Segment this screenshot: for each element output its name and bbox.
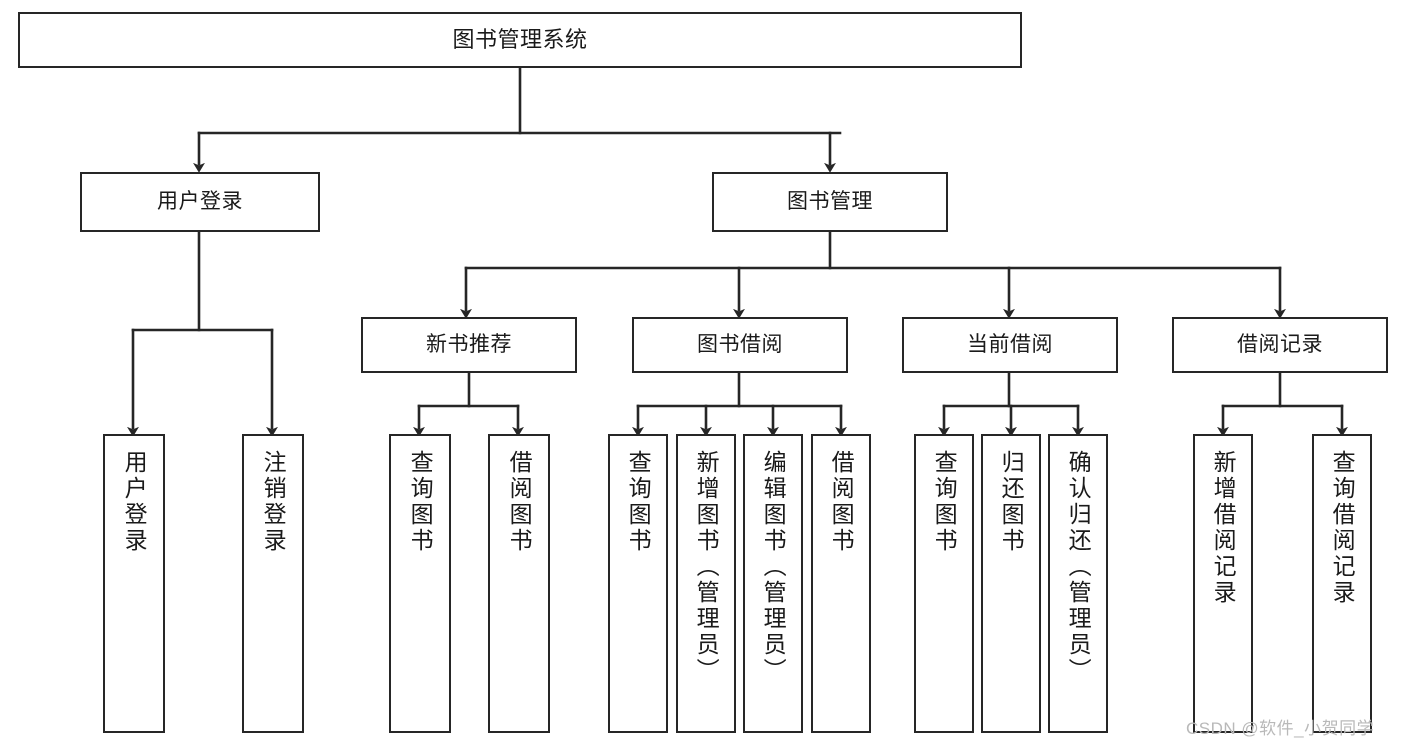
- node-borrow-record-label: 借阅记录: [1237, 332, 1323, 356]
- node-leaf-logout-login[interactable]: 注销登录: [242, 434, 304, 733]
- node-leaf-add-book[interactable]: 新增图书（管理员）: [676, 434, 736, 733]
- node-current-borrow-label: 当前借阅: [967, 332, 1053, 356]
- node-book-borrow[interactable]: 图书借阅: [632, 317, 848, 373]
- node-new-book-rec-label: 新书推荐: [426, 332, 512, 356]
- node-book-manage-label: 图书管理: [787, 189, 873, 213]
- node-leaf-user-login[interactable]: 用户登录: [103, 434, 165, 733]
- node-leaf-edit-book-label: 编辑图书（管理员）: [760, 450, 787, 684]
- node-user-login-label: 用户登录: [157, 189, 243, 213]
- node-leaf-add-record[interactable]: 新增借阅记录: [1193, 434, 1253, 733]
- watermark-text: CSDN @软件_小贺同学: [1186, 719, 1375, 738]
- node-leaf-query-record-label: 查询借阅记录: [1329, 450, 1356, 606]
- node-book-manage[interactable]: 图书管理: [712, 172, 948, 232]
- node-root[interactable]: 图书管理系统: [18, 12, 1022, 68]
- node-leaf-query-book-1-label: 查询图书: [407, 450, 434, 554]
- node-leaf-add-book-label: 新增图书（管理员）: [693, 450, 720, 684]
- node-new-book-rec[interactable]: 新书推荐: [361, 317, 577, 373]
- node-leaf-confirm-return[interactable]: 确认归还（管理员）: [1048, 434, 1108, 733]
- node-leaf-logout-login-label: 注销登录: [260, 450, 287, 554]
- node-leaf-add-record-label: 新增借阅记录: [1210, 450, 1237, 606]
- node-leaf-borrow-book-1-label: 借阅图书: [506, 450, 533, 554]
- node-borrow-record[interactable]: 借阅记录: [1172, 317, 1388, 373]
- node-leaf-query-book-3-label: 查询图书: [931, 450, 958, 554]
- node-leaf-return-book-label: 归还图书: [998, 450, 1025, 554]
- node-leaf-query-record[interactable]: 查询借阅记录: [1312, 434, 1372, 733]
- node-leaf-borrow-book-2[interactable]: 借阅图书: [811, 434, 871, 733]
- node-leaf-query-book-2[interactable]: 查询图书: [608, 434, 668, 733]
- node-leaf-query-book-1[interactable]: 查询图书: [389, 434, 451, 733]
- node-leaf-return-book[interactable]: 归还图书: [981, 434, 1041, 733]
- node-user-login[interactable]: 用户登录: [80, 172, 320, 232]
- node-leaf-confirm-return-label: 确认归还（管理员）: [1065, 450, 1092, 684]
- node-leaf-borrow-book-2-label: 借阅图书: [828, 450, 855, 554]
- node-current-borrow[interactable]: 当前借阅: [902, 317, 1118, 373]
- node-leaf-edit-book[interactable]: 编辑图书（管理员）: [743, 434, 803, 733]
- node-leaf-query-book-3[interactable]: 查询图书: [914, 434, 974, 733]
- node-leaf-borrow-book-1[interactable]: 借阅图书: [488, 434, 550, 733]
- node-book-borrow-label: 图书借阅: [697, 332, 783, 356]
- node-root-label: 图书管理系统: [452, 27, 588, 53]
- node-leaf-user-login-label: 用户登录: [121, 450, 148, 554]
- node-leaf-query-book-2-label: 查询图书: [625, 450, 652, 554]
